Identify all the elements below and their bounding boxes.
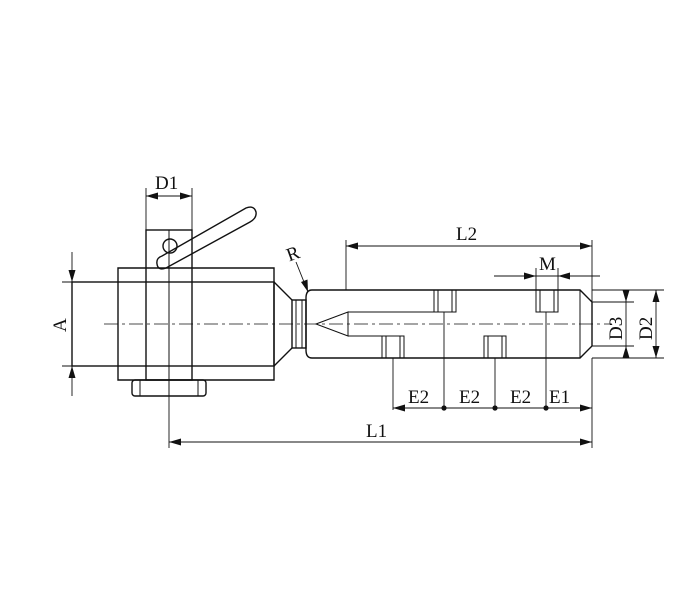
label-a: A [50, 318, 71, 332]
pin-head-chamfer [139, 380, 199, 396]
dimension-m: M [494, 254, 600, 290]
neck-flats [295, 300, 303, 348]
label-e2-1: E2 [408, 387, 429, 408]
dimension-e-chain: E2 E2 E2 E1 [392, 312, 593, 412]
label-e1: E1 [549, 387, 570, 408]
dimension-r: R [284, 242, 309, 293]
label-l1: L1 [366, 421, 387, 442]
dimension-l1: L1 [168, 396, 593, 448]
spring-clip [156, 206, 257, 270]
label-d1: D1 [155, 173, 178, 194]
dimension-d2: D2 [592, 289, 664, 359]
dimension-a: A [50, 252, 118, 396]
label-r: R [284, 242, 303, 266]
label-d3: D3 [606, 317, 627, 340]
label-e2-3: E2 [510, 387, 531, 408]
label-e2-2: E2 [459, 387, 480, 408]
dimension-d3: D3 [592, 290, 634, 358]
label-m: M [539, 254, 556, 275]
pin [131, 206, 257, 397]
label-l2: L2 [456, 224, 477, 245]
dimension-l2: L2 [345, 224, 593, 302]
dimension-d1: D1 [145, 173, 193, 230]
top-grooves [433, 289, 559, 313]
label-d2: D2 [636, 317, 657, 340]
clevis-taper [273, 281, 293, 367]
